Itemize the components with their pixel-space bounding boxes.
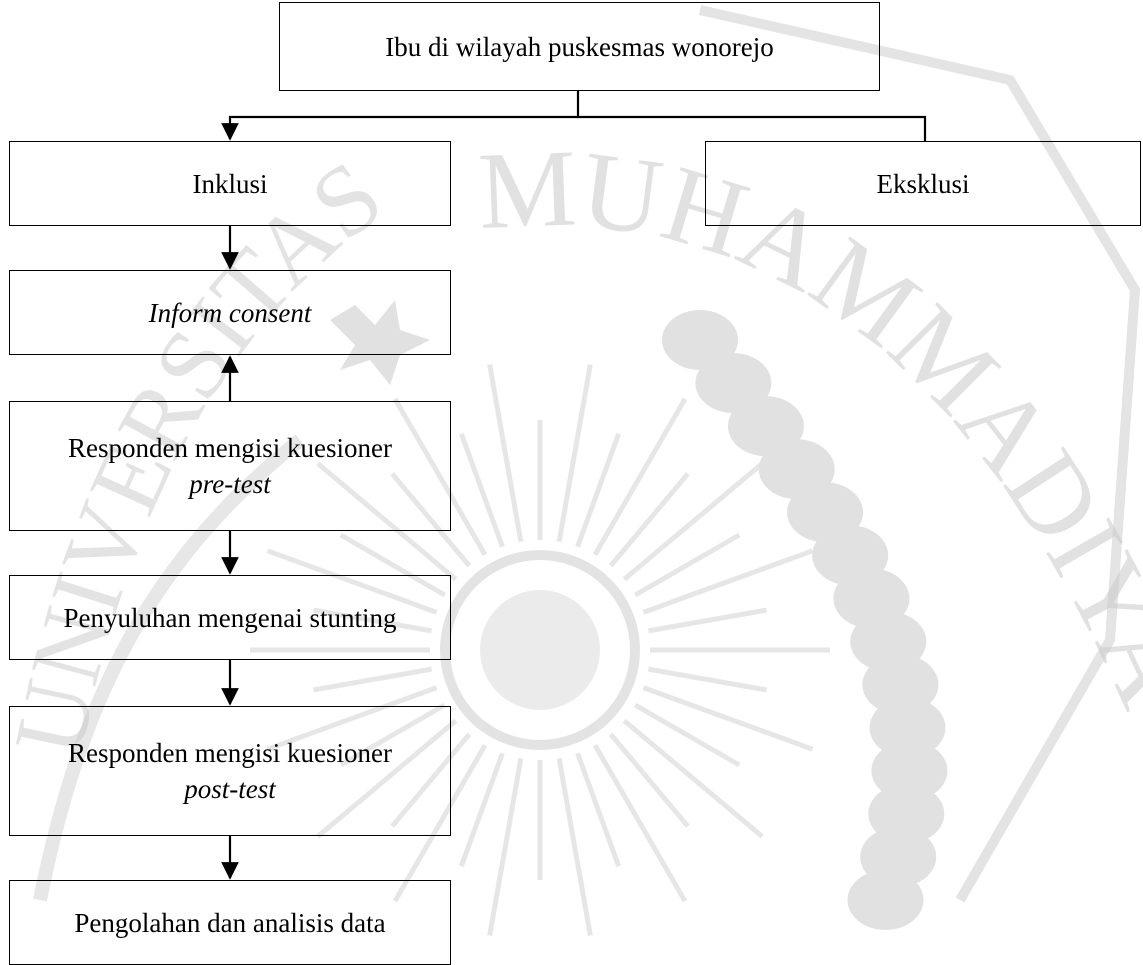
- sun-ray: [575, 433, 622, 548]
- sun-ray: [339, 702, 446, 768]
- sun-ray: [592, 744, 688, 903]
- node-analisis-label: Pengolahan dan analisis data: [74, 907, 386, 938]
- node-inklusi-label: Inklusi: [192, 168, 268, 199]
- edge-root-eksklusi: [578, 115, 927, 141]
- sun-ray: [392, 744, 488, 903]
- sun-ray: [634, 532, 741, 598]
- sun-ray: [556, 757, 593, 937]
- node-penyuluhan: Penyuluhan mengenai stunting: [9, 575, 451, 660]
- sun-ray: [266, 548, 438, 615]
- sun-ray: [647, 666, 767, 693]
- sun-rays: [250, 363, 830, 937]
- sun-ray: [316, 718, 458, 839]
- edge-root-inklusi: [221, 91, 580, 141]
- sun-ray: [608, 472, 690, 568]
- laurel-branch: [33, 434, 305, 902]
- sun-ray: [592, 397, 688, 556]
- laurel-bead: [871, 740, 948, 801]
- sun-ray: [647, 607, 767, 634]
- sun-ray: [634, 702, 741, 768]
- emblem-center: [440, 550, 640, 750]
- node-posttest: Responden mengisi kuesioner post-test: [9, 706, 451, 836]
- sun-ray: [575, 752, 622, 867]
- laurel-bead: [869, 697, 946, 758]
- node-pretest-line1: Responden mengisi kuesioner: [68, 433, 392, 463]
- sun-ray: [622, 461, 764, 582]
- node-penyuluhan-label: Penyuluhan mengenai stunting: [63, 602, 397, 633]
- sun-ray: [642, 685, 814, 752]
- star-icon: [330, 300, 430, 385]
- sun-ray: [556, 363, 593, 543]
- node-root-label: Ibu di wilayah puskesmas wonorejo: [385, 31, 774, 62]
- sun-ray: [608, 732, 690, 828]
- laurel-bead: [695, 353, 772, 414]
- node-analisis: Pengolahan dan analisis data: [9, 880, 451, 965]
- node-eksklusi-label: Eksklusi: [876, 168, 970, 199]
- node-pretest: Responden mengisi kuesioner pre-test: [9, 401, 451, 531]
- sun-ray: [622, 718, 764, 839]
- sun-ray: [390, 472, 472, 568]
- sun-ray: [487, 757, 524, 937]
- laurel-beads: [662, 310, 948, 930]
- sun-ray: [316, 461, 458, 582]
- node-inklusi: Inklusi: [9, 141, 451, 226]
- sun-ray: [392, 397, 488, 556]
- node-inform-consent-label: Inform consent: [148, 297, 312, 328]
- sun-ray: [313, 666, 433, 693]
- node-eksklusi: Eksklusi: [705, 141, 1141, 226]
- laurel-bead: [662, 310, 738, 370]
- sun-ray: [313, 607, 433, 634]
- node-pretest-line2: pre-test: [189, 469, 271, 499]
- node-root: Ibu di wilayah puskesmas wonorejo: [279, 2, 880, 91]
- sun-ray: [458, 752, 505, 867]
- node-inform-consent: Inform consent: [9, 270, 451, 355]
- sun-ray: [339, 532, 446, 598]
- sun-ray: [487, 363, 524, 543]
- node-posttest-line2: post-test: [184, 774, 276, 804]
- sun-ray: [458, 433, 505, 548]
- sun-ray: [390, 732, 472, 828]
- sun-ray: [642, 548, 814, 615]
- emblem-frame: [698, 5, 1141, 903]
- laurel-bead: [847, 870, 924, 930]
- sun-ray: [266, 685, 438, 752]
- node-posttest-line1: Responden mengisi kuesioner: [68, 738, 392, 768]
